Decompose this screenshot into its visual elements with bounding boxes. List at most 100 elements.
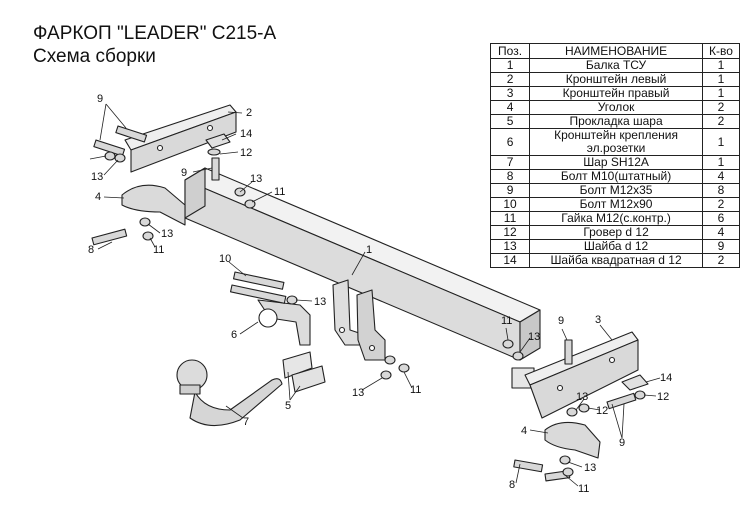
callout-10: 10 [219,253,231,265]
cell-pos: 12 [489,225,531,240]
callout-3: 3 [595,314,601,326]
cell-qty: 1 [702,128,740,156]
callout-9d: 9 [619,437,625,449]
cell-name: Гровер d 12 [529,225,704,240]
cell-pos: 5 [489,114,531,129]
cell-qty: 4 [702,169,740,184]
cell-pos: 3 [489,86,531,101]
callout-1: 1 [366,244,372,256]
callout-4: 4 [95,191,101,203]
cell-name: Болт М10(штатный) [529,169,704,184]
cell-pos: 1 [489,58,531,73]
cell-qty: 2 [702,100,740,115]
column-header-pos: Поз. [489,43,531,59]
cell-name: Болт М12х90 [529,197,704,212]
callout-13d: 13 [314,296,326,308]
cell-pos: 8 [489,169,531,184]
callout-9c: 9 [558,315,564,327]
cell-name: Шайба квадратная d 12 [529,253,704,268]
part-left-bracket [124,104,237,173]
cell-pos: 9 [489,183,531,198]
part-tow-ball [176,359,283,427]
callout-13b: 13 [250,173,262,185]
callout-13f: 13 [528,331,540,343]
callout-11: 11 [274,186,285,198]
callout-11b: 11 [153,244,164,256]
cell-name: Гайка М12(с.контр.) [529,211,704,226]
callout-13: 13 [91,171,103,183]
part-ball-mount-plates [332,279,386,361]
cell-name: Балка ТСУ [529,58,704,73]
cell-pos: 4 [489,100,531,115]
column-header-qty: К-во [702,43,740,59]
cell-name: Шар SH12A [529,155,704,170]
cell-name: Прокладка шара [529,114,704,129]
callout-4b: 4 [521,425,527,437]
cell-name: Уголок [529,100,704,115]
part-right-bracket [524,331,639,419]
page-subtitle: Схема сборки [33,46,156,67]
column-header-name: НАИМЕНОВАНИЕ [529,43,704,59]
callout-13e: 13 [352,387,364,399]
callout-12c: 12 [596,405,608,417]
callout-9: 9 [97,93,103,105]
callout-11e: 11 [578,483,589,495]
callout-8: 8 [88,244,94,256]
cell-qty: 8 [702,183,740,198]
cell-pos: 7 [489,155,531,170]
cell-qty: 9 [702,239,740,254]
cell-name: Кронштейн левый [529,72,704,87]
cell-pos: 13 [489,239,531,254]
cell-qty: 2 [702,114,740,129]
callout-14b: 14 [660,372,672,384]
cell-qty: 1 [702,72,740,87]
cell-name: Кронштейн правый [529,86,704,101]
callout-7: 7 [243,416,249,428]
cell-pos: 2 [489,72,531,87]
part-square-washer-right [621,374,649,391]
cell-qty: 1 [702,155,740,170]
cell-qty: 2 [702,197,740,212]
cell-qty: 1 [702,86,740,101]
part-ball-shims [282,351,326,393]
cell-name: Шайба d 12 [529,239,704,254]
cell-pos: 6 [489,128,531,156]
cell-name: Кронштейн крепления эл.розетки [529,128,704,156]
callout-8b: 8 [509,479,515,491]
callout-11c: 11 [410,384,421,396]
cell-qty: 6 [702,211,740,226]
part-socket-bracket [257,299,311,346]
part-square-washer-left [205,133,231,149]
callout-13h: 13 [584,462,596,474]
callout-14: 14 [240,128,252,140]
callout-2: 2 [246,107,252,119]
parts-table-header: Поз. НАИМЕНОВАНИЕ К-во [489,43,740,59]
callout-12b: 12 [657,391,669,403]
cell-name: Болт М12х35 [529,183,704,198]
callout-9b: 9 [181,167,187,179]
cell-qty: 2 [702,253,740,268]
cell-qty: 4 [702,225,740,240]
callout-11d: 11 [501,315,512,327]
callout-13g: 13 [576,391,588,403]
cell-pos: 14 [489,253,531,268]
callout-12: 12 [240,147,252,159]
cell-pos: 11 [489,211,531,226]
part-angle-right [544,421,601,459]
callout-6: 6 [231,329,237,341]
